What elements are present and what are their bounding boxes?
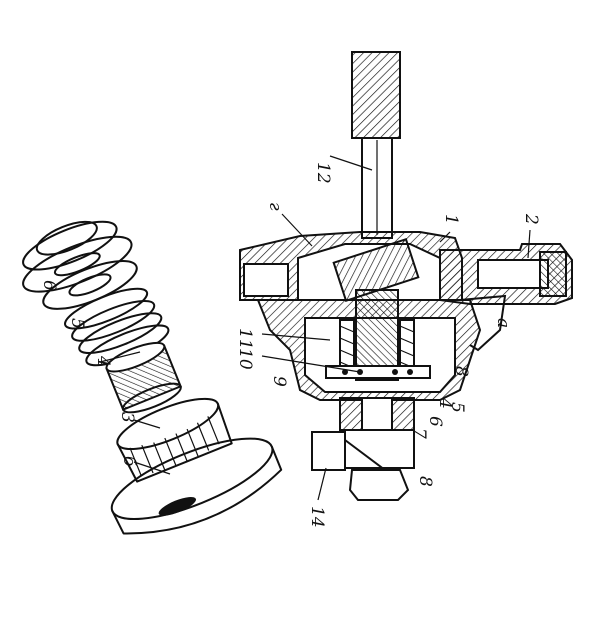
label-part-8-lower: 8 xyxy=(415,476,435,487)
exploded-view xyxy=(22,220,283,535)
label-part-7: 7 xyxy=(409,428,429,439)
label-housing-1: 1 xyxy=(441,214,461,225)
exp-bearing-4 xyxy=(105,341,182,414)
label-exp-spring-5: 5 xyxy=(67,318,87,329)
label-shaft-12: 12 xyxy=(313,162,333,184)
exp-spring-5 xyxy=(64,287,170,367)
lower-hub xyxy=(311,397,415,501)
label-cavity-a: а xyxy=(493,318,513,328)
label-part-4: 4 xyxy=(435,397,455,409)
labels: 12 1 2 г а 11 10 9 8 4 5 6 7 8 14 5 4 3 … xyxy=(39,162,541,528)
label-part-11: 11 xyxy=(235,328,255,350)
label-exp-ring-3: 3 xyxy=(117,412,137,423)
shaft-12 xyxy=(351,51,401,239)
label-plug-2: 2 xyxy=(521,213,541,225)
label-part-8-upper: 8 xyxy=(451,366,471,377)
label-exp-disc-6: 6 xyxy=(39,280,59,291)
label-part-10: 10 xyxy=(235,348,255,370)
label-channel-g: г xyxy=(265,202,285,211)
exp-base-disc xyxy=(110,437,283,535)
label-part-5: 5 xyxy=(447,402,467,413)
leader-lines xyxy=(99,155,531,501)
sectioned-assembly xyxy=(239,51,573,501)
inner-assembly xyxy=(325,237,431,381)
label-part-6: 6 xyxy=(425,416,445,427)
exp-ring-3 xyxy=(116,397,233,483)
label-part-14: 14 xyxy=(307,506,327,528)
label-exp-cavity-b: б xyxy=(119,456,139,467)
label-part-9: 9 xyxy=(269,376,289,387)
